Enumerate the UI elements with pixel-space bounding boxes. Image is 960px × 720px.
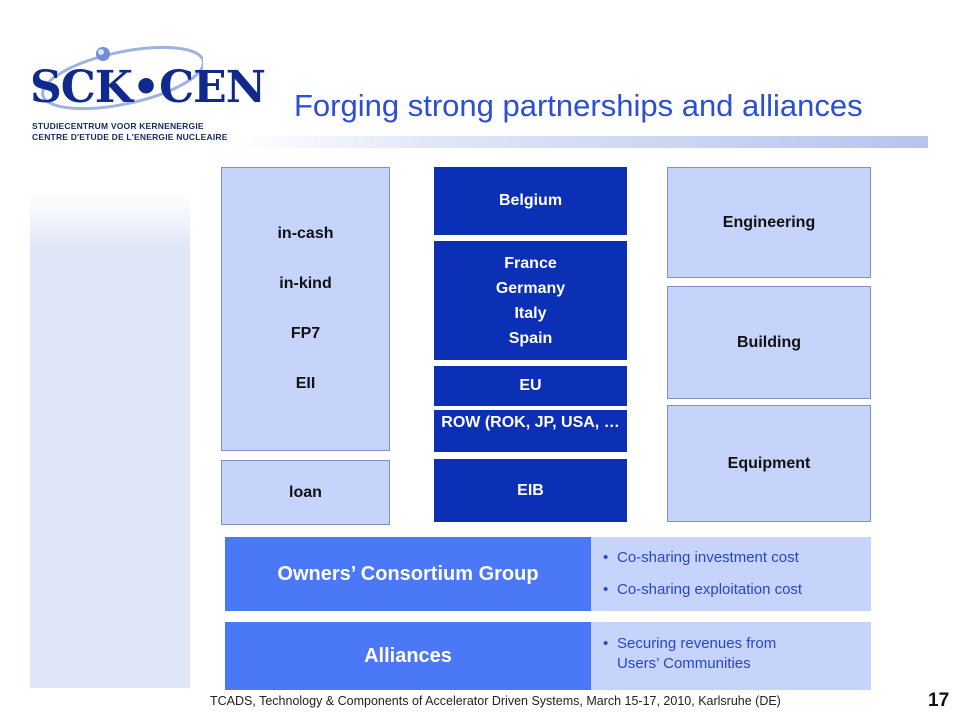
logo-subtitle: STUDIECENTRUM VOOR KERNENERGIE CENTRE D'… <box>32 121 228 143</box>
partner-country: France <box>504 254 557 272</box>
scope-engineering: Engineering <box>667 167 871 278</box>
partner-country: Italy <box>514 304 547 322</box>
partner-eu: EU <box>434 366 627 406</box>
logo-subtitle-line1: STUDIECENTRUM VOOR KERNENERGIE <box>32 121 204 131</box>
title-underline <box>234 136 928 148</box>
alliances-bullet: Securing revenues from Users’ Communitie… <box>601 634 821 674</box>
partner-row: ROW (ROK, JP, USA, … <box>434 410 627 452</box>
logo-orbit-icon <box>41 45 203 111</box>
logo-subtitle-line2: CENTRE D'ETUDE DE L'ENERGIE NUCLEAIRE <box>32 132 228 142</box>
partner-country: Germany <box>495 279 566 297</box>
logo-wordmark: SCK•CEN <box>30 62 266 113</box>
side-panel <box>30 190 190 688</box>
partner-country: Spain <box>508 329 553 347</box>
funding-item: in-kind <box>279 275 332 292</box>
funding-box: in-cash in-kind FP7 EII <box>221 167 390 451</box>
scope-equipment: Equipment <box>667 405 871 522</box>
funding-item: FP7 <box>290 325 321 342</box>
footer-text: TCADS, Technology & Components of Accele… <box>210 694 781 708</box>
partner-belgium: Belgium <box>434 167 627 235</box>
loan-box: loan <box>221 460 390 525</box>
funding-item: EII <box>295 375 316 392</box>
page-title: Forging strong partnerships and alliance… <box>294 88 863 123</box>
consortium-bullets: Co-sharing investment cost Co-sharing ex… <box>591 537 871 611</box>
page-number: 17 <box>928 690 950 711</box>
scope-building: Building <box>667 286 871 399</box>
partner-countries: France Germany Italy Spain <box>434 241 627 360</box>
funding-item: in-cash <box>277 225 334 242</box>
consortium-bullet: Co-sharing exploitation cost <box>601 580 871 600</box>
partner-eib: EIB <box>434 459 627 522</box>
alliances-label: Alliances <box>225 622 591 690</box>
consortium-label: Owners’ Consortium Group <box>225 537 591 611</box>
alliances-bullets: Securing revenues from Users’ Communitie… <box>591 622 871 690</box>
consortium-bullet: Co-sharing investment cost <box>601 548 871 568</box>
